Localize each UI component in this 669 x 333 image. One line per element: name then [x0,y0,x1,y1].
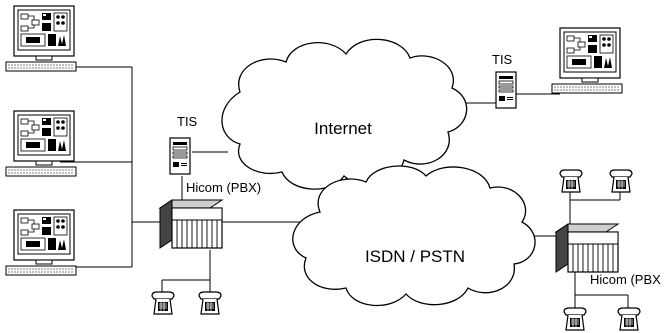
internet-label: Internet [314,119,372,138]
pbx-right-icon [555,223,619,273]
tis-server-left-icon [169,137,191,175]
computer-icon [5,209,77,276]
tis-server-right-icon [495,71,517,109]
telephone-icon [559,169,583,193]
telephone-icon [609,169,633,193]
isdn-pstn-cloud: ISDN / PSTN [292,165,536,307]
telephone-icon [151,291,175,315]
computer-icon [5,5,77,72]
computer-icon [5,110,77,177]
computer-icon [551,27,623,94]
isdn-pstn-label: ISDN / PSTN [365,247,465,266]
pbx-left-icon [159,199,223,249]
telephone-icon [198,291,222,315]
internet-cloud: Internet [221,38,468,190]
telephone-icon [563,307,587,331]
tis-left-label: TIS [177,114,198,129]
pbx-left-label: Hicom (PBX) [186,180,261,195]
pbx-right-label: Hicom (PBX [590,272,661,287]
telephone-icon [617,307,641,331]
tis-right-label: TIS [492,52,513,67]
